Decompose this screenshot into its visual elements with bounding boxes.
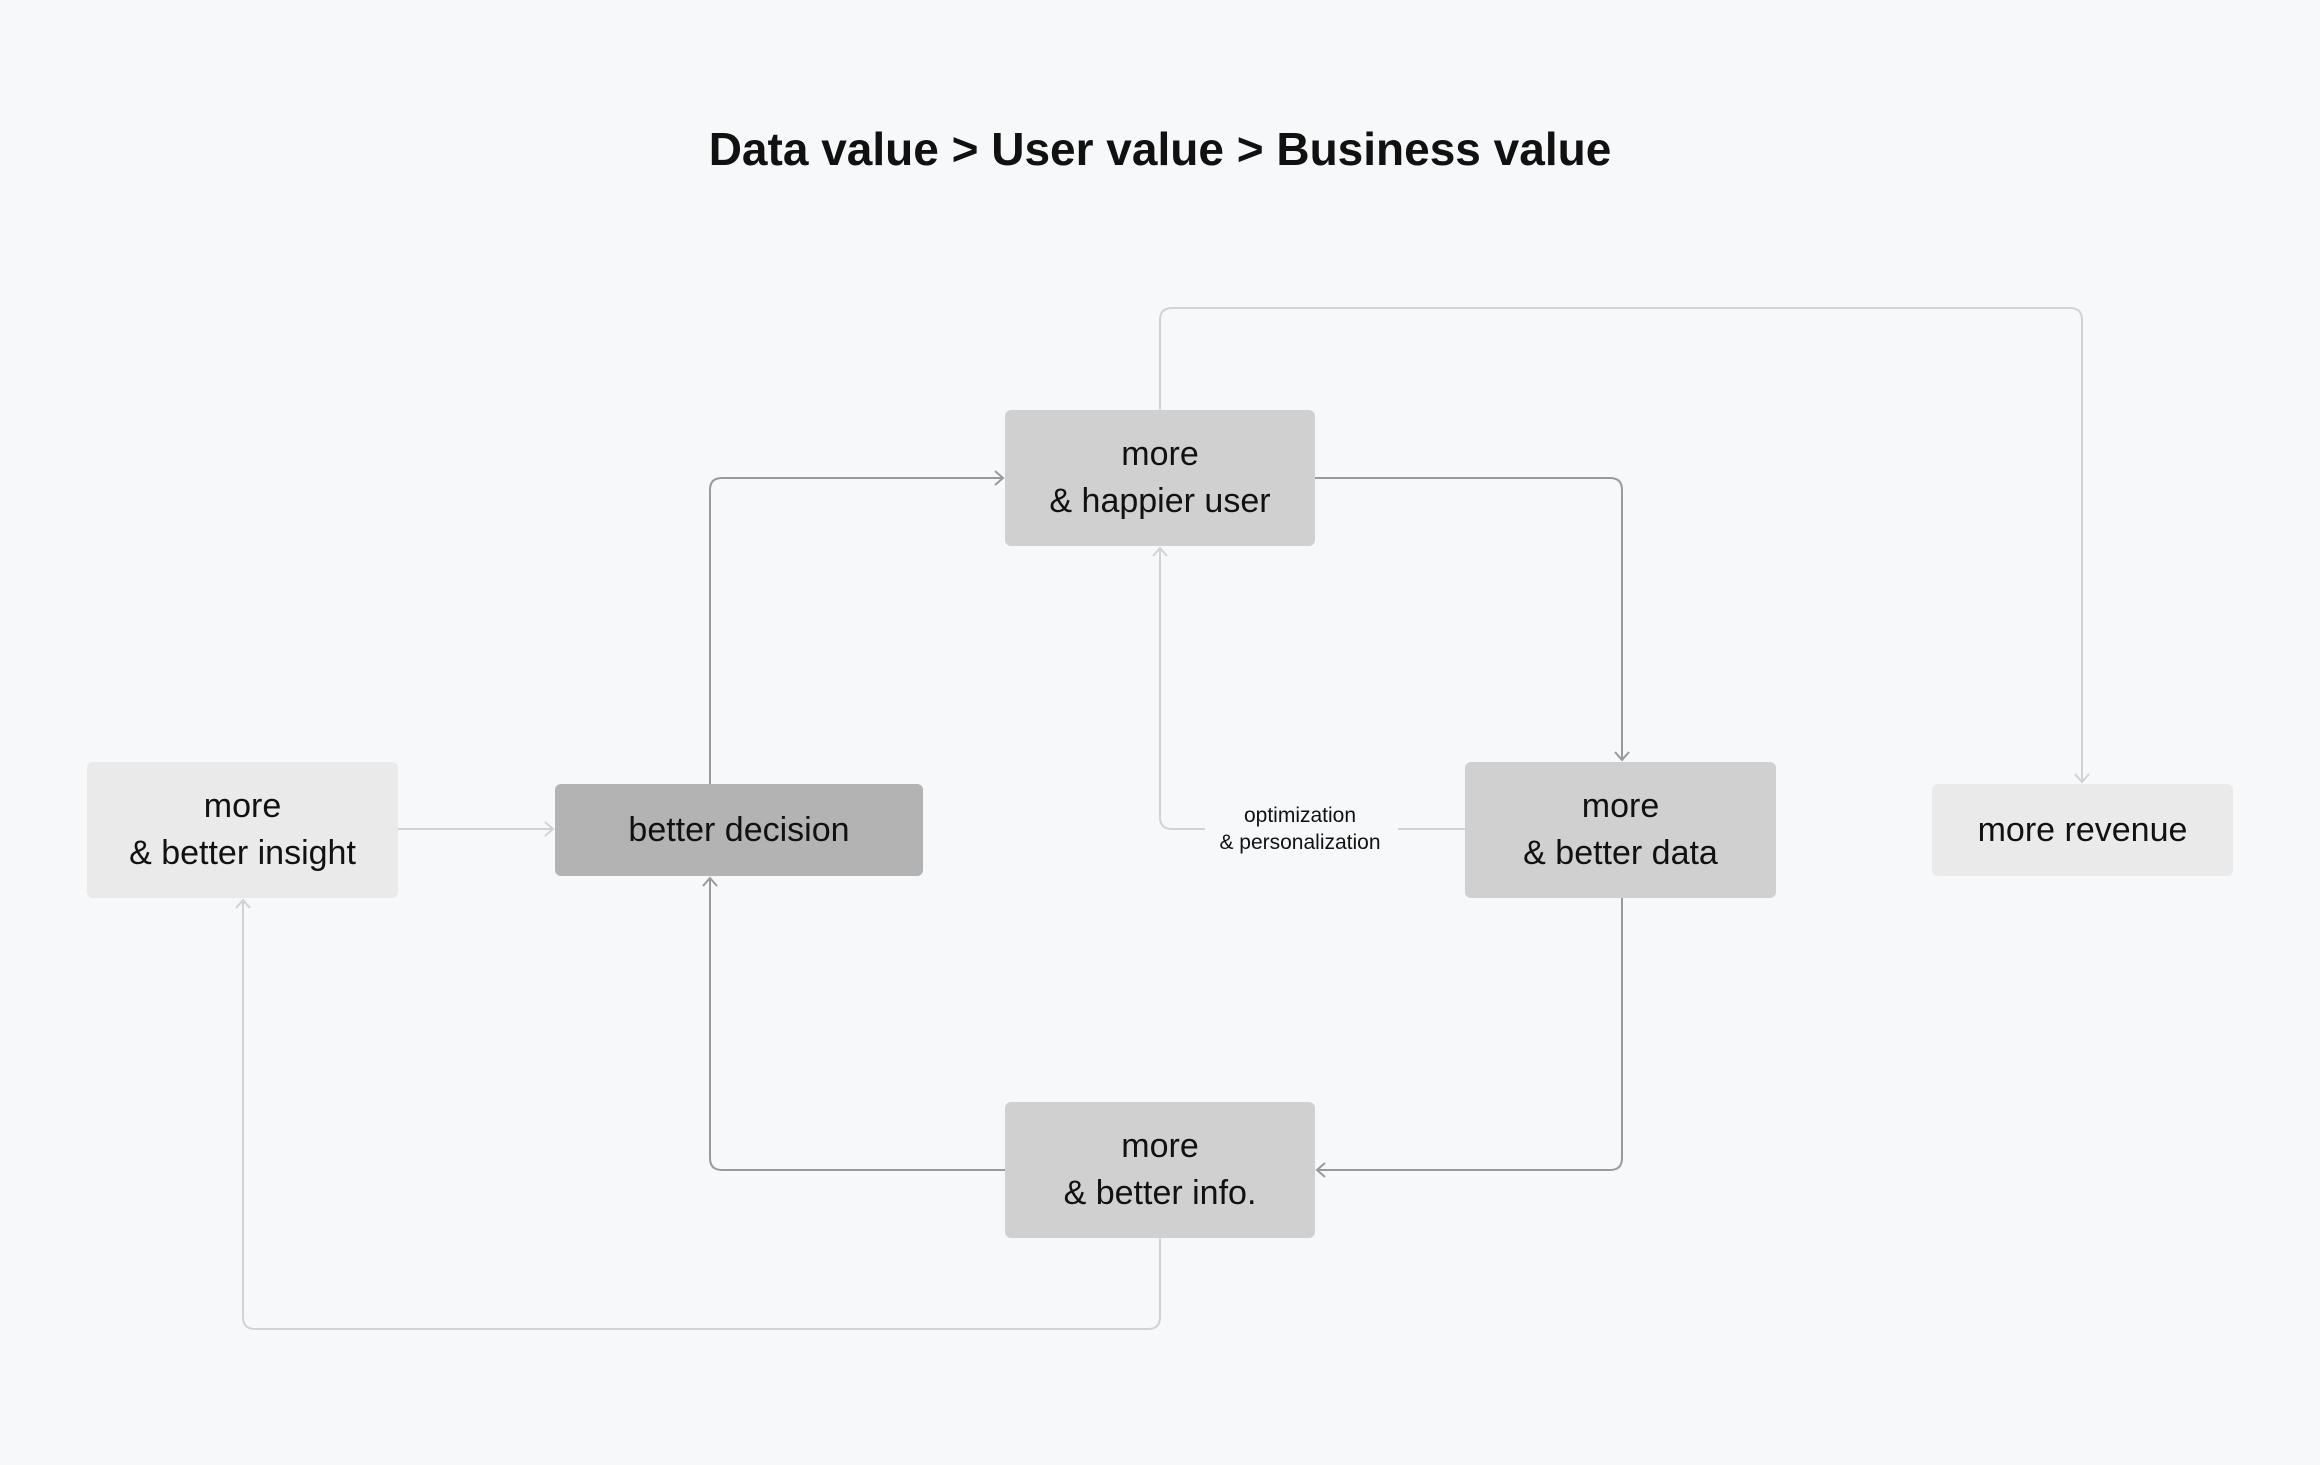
arrowhead-decision-bottom <box>702 876 718 887</box>
edge-data-to-info <box>1317 898 1623 1171</box>
node-text: & happier user <box>1049 482 1271 520</box>
node-text: & better data <box>1523 834 1718 872</box>
node-text: more <box>1121 435 1199 473</box>
node-better-data: more & better data <box>1465 762 1776 898</box>
edge-user-to-revenue <box>1159 307 2083 782</box>
node-happier-user: more & happier user <box>1005 410 1315 546</box>
edge-decision-to-user <box>709 477 1003 784</box>
edge-label-line: optimization <box>1243 804 1357 827</box>
node-text: more <box>1581 787 1660 825</box>
node-better-info: more & better info. <box>1005 1102 1315 1238</box>
arrowhead-data-top <box>1614 751 1630 762</box>
node-better-decision: better decision <box>555 784 923 876</box>
arrowhead-user-left <box>994 470 1005 486</box>
node-text: more revenue <box>1977 810 2188 849</box>
node-text: more <box>203 787 282 825</box>
arrowhead-revenue <box>2074 773 2090 784</box>
arrowhead-insight <box>235 898 251 909</box>
edge-info-to-insight <box>242 900 1161 1330</box>
edge-label-line: & personalization <box>1219 831 1381 854</box>
node-text: & better info. <box>1063 1174 1257 1212</box>
edge-label-optimization: optimization & personalization <box>1200 802 1400 856</box>
arrowhead-user-bottom <box>1152 546 1168 557</box>
arrowhead-info-right <box>1315 1162 1326 1178</box>
diagram-title: Data value > User value > Business value <box>708 123 1612 175</box>
arrowhead-decision-left <box>544 821 555 837</box>
node-text: more <box>1121 1127 1199 1165</box>
edge-info-to-decision <box>709 878 1005 1171</box>
node-text: better decision <box>628 810 850 849</box>
edge-user-to-data <box>1315 477 1623 760</box>
node-more-revenue: more revenue <box>1932 784 2233 876</box>
node-text: & better insight <box>129 834 356 872</box>
node-better-insight: more & better insight <box>87 762 398 898</box>
edge-data-to-user <box>1159 548 1465 830</box>
